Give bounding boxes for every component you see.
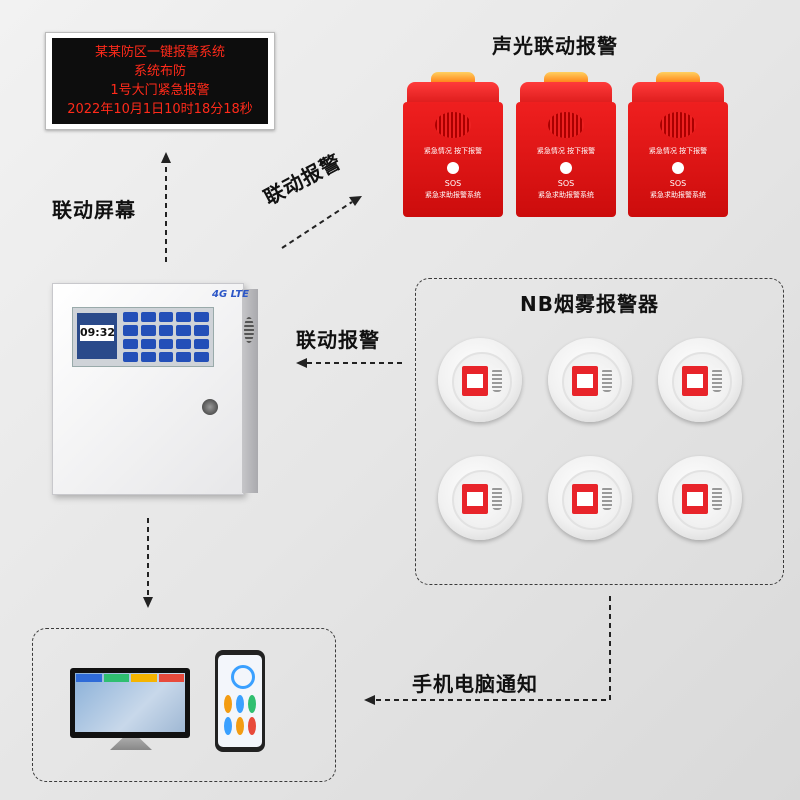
label-sound-light: 声光联动报警 [492,34,618,58]
smoke-detector [548,456,632,540]
smoke-detector-group [415,278,784,585]
label-nb-smoke: NB烟雾报警器 [520,292,659,316]
phone-screen [218,655,262,747]
panel-keypad [123,312,209,362]
monitor-screen [75,673,185,732]
smoke-detector [548,338,632,422]
panel-screen-area: 09:32 [72,307,214,367]
alarm-button [560,162,572,174]
smoke-detector [658,338,742,422]
lock-icon [202,399,218,415]
mobile-phone [215,650,265,752]
led-line-4: 2022年10月1日10时18分18秒 [67,102,253,117]
alarm-instruction: 紧急情况 按下报警 [648,147,708,155]
label-phone-pc-notify: 手机电脑通知 [412,672,538,696]
arrow-head-up [161,152,171,163]
notify-device-group [32,628,336,782]
led-line-1: 某某防区一键报警系统 [94,45,225,60]
speaker-icon [435,112,471,138]
smoke-detector [658,456,742,540]
led-line-3: 1号大门紧急报警 [110,83,210,98]
led-display: 某某防区一键报警系统 系统布防 1号大门紧急报警 2022年10月1日10时18… [52,38,268,124]
led-line-2: 系统布防 [133,64,186,79]
label-alarm-link-mid: 联动报警 [296,328,380,352]
smoke-detector [438,456,522,540]
alarm-sos-label: SOS [557,179,575,188]
arrow-head-left-bottom [364,695,375,705]
label-screen-link: 联动屏幕 [52,198,136,222]
arrow-head-down [143,597,153,608]
alarm-system-label: 紧急求助报警系统 [425,191,481,199]
vent-icon [244,317,254,343]
arrow-head-left [296,358,307,368]
sound-light-alarm: 紧急情况 按下报警 SOS 紧急求助报警系统 [403,72,503,217]
alarm-sos-label: SOS [444,179,462,188]
alarm-instruction: 紧急情况 按下报警 [423,147,483,155]
alarm-sos-label: SOS [669,179,687,188]
alarm-instruction: 紧急情况 按下报警 [536,147,596,155]
alarm-system-label: 紧急求助报警系统 [650,191,706,199]
sound-light-alarm: 紧急情况 按下报警 SOS 紧急求助报警系统 [628,72,728,217]
computer-monitor [70,668,190,738]
speaker-icon [660,112,696,138]
alarm-button [672,162,684,174]
arrow-to-sound-light [281,201,353,249]
alarm-system-label: 紧急求助报警系统 [538,191,594,199]
alarm-button [447,162,459,174]
smoke-detector [438,338,522,422]
panel-screen: 09:32 [77,313,117,359]
arrow-head-diag [349,196,362,206]
label-alarm-link-top: 联动报警 [259,149,346,210]
panel-logo: 4G LTE [212,289,250,300]
sound-light-alarm: 紧急情况 按下报警 SOS 紧急求助报警系统 [516,72,616,217]
status-ring-icon [231,665,255,689]
linked-led-screen: 某某防区一键报警系统 系统布防 1号大门紧急报警 2022年10月1日10时18… [45,32,275,130]
monitor-stand [110,738,152,750]
alarm-control-panel: 4G LTE 09:32 [52,283,260,501]
speaker-icon [548,112,584,138]
app-icon-grid [224,695,256,735]
panel-clock: 09:32 [80,325,116,341]
